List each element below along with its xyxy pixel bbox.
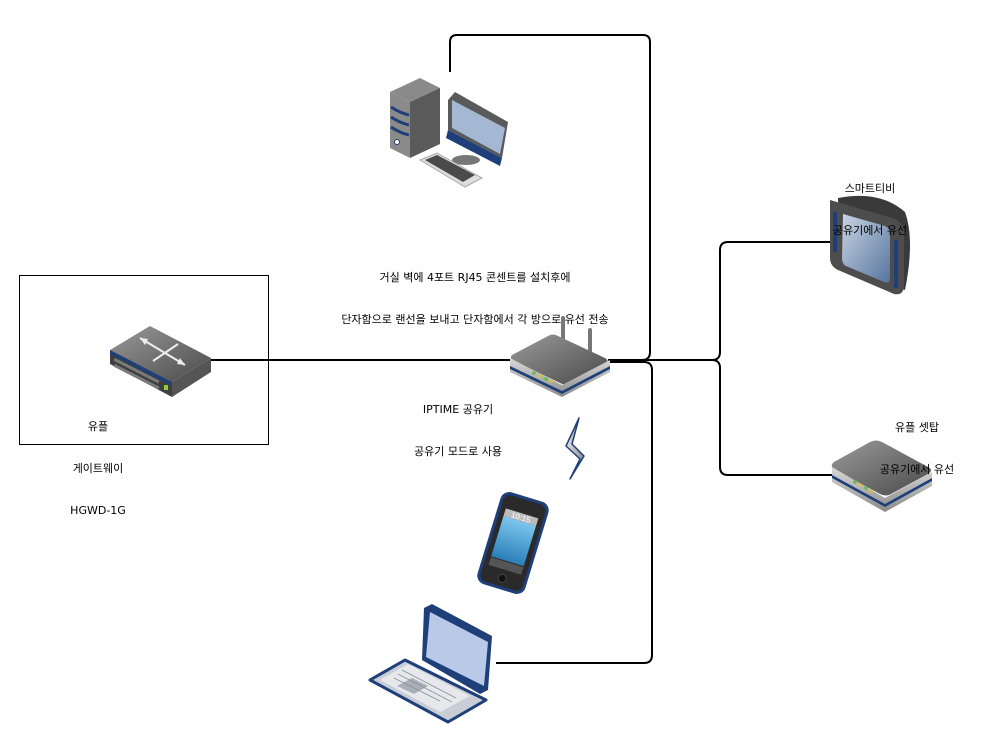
smart-tv-icon[interactable] bbox=[830, 195, 910, 295]
laptop-icon[interactable] bbox=[368, 604, 492, 724]
edge-router-settop bbox=[711, 359, 832, 476]
connectors bbox=[211, 34, 834, 664]
desktop-pc-icon[interactable] bbox=[390, 78, 508, 188]
edge-router-desktop bbox=[449, 34, 651, 361]
gateway-label-line-1: 유플 bbox=[87, 420, 109, 433]
settop-label-line-1: 유플 셋탑 bbox=[895, 421, 939, 434]
edge-router-laptop bbox=[496, 361, 653, 664]
smartphone-icon[interactable]: 10:15 bbox=[475, 490, 551, 596]
settop-label: 유플 셋탑 공유기에서 유선 bbox=[857, 393, 977, 491]
smart-tv-label-line-1: 스마트티비 bbox=[844, 182, 896, 195]
smart-tv-label: 스마트티비 공유기에서 유선 bbox=[810, 154, 930, 252]
wiring-note-line-1: 거실 벽에 4포트 RJ45 콘센트를 설치후에 bbox=[379, 271, 571, 284]
router-label: IPTIME 공유기 공유기 모드로 사용 bbox=[378, 375, 538, 473]
gateway-switch-icon[interactable] bbox=[110, 326, 211, 397]
smart-tv-label-line-2: 공유기에서 유선 bbox=[832, 224, 908, 237]
gateway-container bbox=[19, 275, 269, 445]
router-label-line-1: IPTIME 공유기 bbox=[422, 403, 494, 416]
router-label-line-2: 공유기 모드로 사용 bbox=[414, 445, 502, 458]
wiring-note-line-2: 단자함으로 랜선을 보내고 단자함에서 각 방으로 유선 전송 bbox=[341, 313, 609, 326]
gateway-label: 유플 게이트웨이 HGWD-1G bbox=[48, 392, 148, 532]
wireless-signal-icon bbox=[565, 417, 585, 480]
gateway-label-line-2: 게이트웨이 bbox=[72, 462, 124, 475]
gateway-label-line-3: HGWD-1G bbox=[70, 504, 126, 517]
settop-box-icon[interactable] bbox=[831, 440, 932, 513]
router-icon[interactable] bbox=[510, 316, 610, 397]
wiring-note: 거실 벽에 4포트 RJ45 콘센트를 설치후에 단자함으로 랜선을 보내고 단… bbox=[295, 243, 655, 341]
settop-label-line-2: 공유기에서 유선 bbox=[879, 463, 955, 476]
